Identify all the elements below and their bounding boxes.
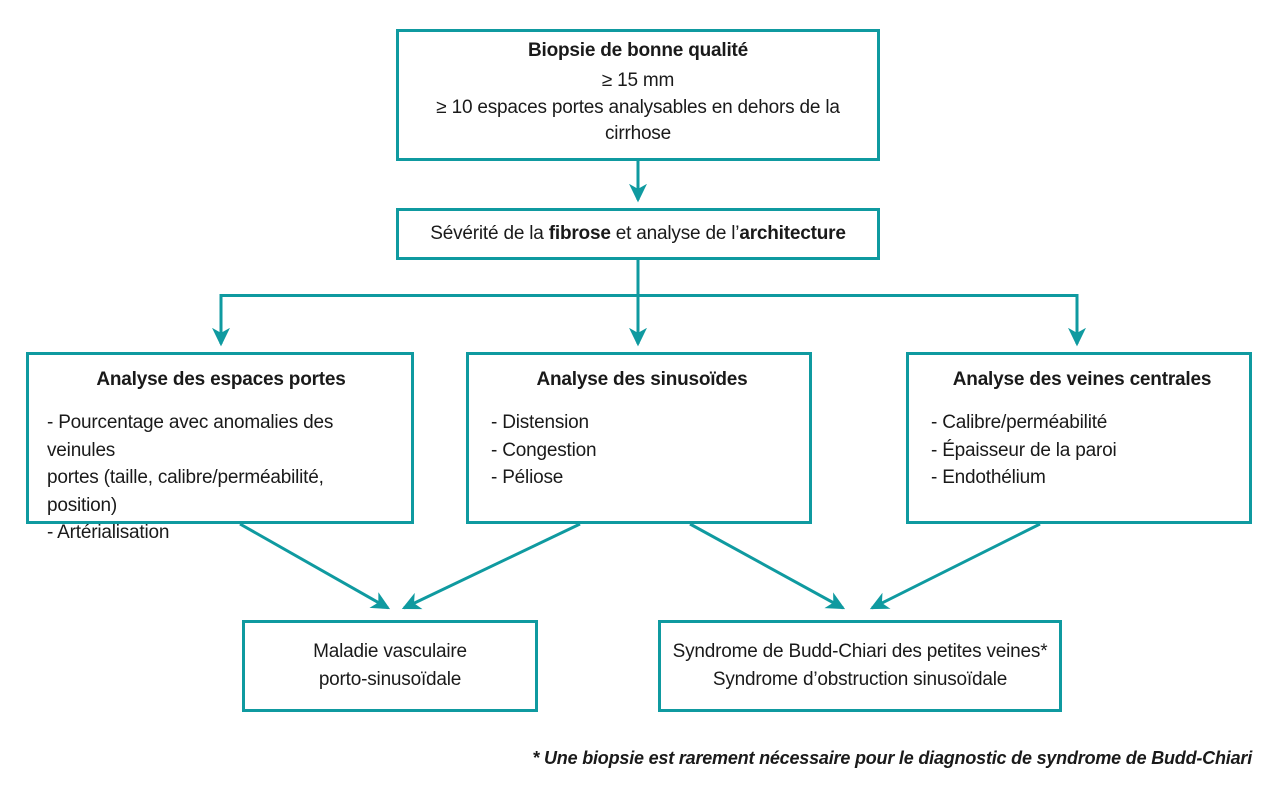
node-outcome-right-line-2: Syndrome d’obstruction sinusoïdale	[712, 669, 1008, 690]
node-sinusoids-bullet-3: - Péliose	[491, 467, 564, 489]
node-veins-bullet-1: - Calibre/perméabilité	[931, 412, 1108, 433]
node-outcome-porto-sinusoidal: Maladie vasculaire porto-sinusoïdale	[242, 620, 538, 712]
node-severity-text: Sévérité de la fibrose et analyse de l’a…	[430, 223, 846, 245]
node-veins-bullet-2: - Épaisseur de la paroi	[931, 439, 1117, 461]
node-outcome-left-line-2: porto-sinusoïdale	[318, 669, 462, 690]
node-sinusoids-bullet-2: - Congestion	[491, 439, 597, 461]
node-veins-bullet-3: - Endothélium	[931, 467, 1046, 489]
node-sinusoids-bullet-1: - Distension	[491, 412, 589, 433]
node-outcome-left-line-1: Maladie vasculaire	[313, 640, 467, 662]
node-analysis-sinusoids: Analyse des sinusoïdes - Distension - Co…	[466, 352, 812, 524]
node-severity-middle: et analyse de l’	[610, 223, 740, 244]
node-severity-strong-fibrose: fibrose	[548, 223, 611, 244]
node-severity-prefix: Sévérité de la	[430, 223, 549, 244]
node-portal-bullets: - Pourcentage avec anomalies des veinule…	[47, 409, 395, 547]
node-portal-bullet-2: - Artérialisation	[47, 522, 170, 544]
node-biopsy-title: Biopsie de bonne qualité	[527, 39, 749, 61]
edge-sinusoids-to-outcome-left	[401, 522, 581, 610]
node-severity-strong-architecture: architecture	[739, 223, 846, 244]
node-analysis-central-veins: Analyse des veines centrales - Calibre/p…	[906, 352, 1252, 524]
edge-severity-split	[212, 260, 1087, 347]
node-fibrosis-severity: Sévérité de la fibrose et analyse de l’a…	[396, 208, 880, 260]
node-sinusoids-title: Analyse des sinusoïdes	[536, 369, 748, 390]
node-veins-title: Analyse des veines centrales	[952, 369, 1212, 390]
edge-sinusoids-to-outcome-right	[689, 522, 846, 610]
node-veins-bullets: - Calibre/perméabilité - Épaisseur de la…	[931, 409, 1233, 492]
node-biopsy-line-1: ≥ 15 mm	[601, 69, 675, 91]
diagram-footnote: * Une biopsie est rarement nécessaire po…	[532, 748, 1252, 768]
node-sinusoids-bullets: - Distension - Congestion - Péliose	[491, 409, 793, 492]
node-portal-title: Analyse des espaces portes	[96, 369, 346, 390]
node-outcome-right-line-1: Syndrome de Budd-Chiari des petites vein…	[672, 640, 1048, 662]
node-portal-bullet-1: - Pourcentage avec anomalies des veinule…	[47, 412, 334, 516]
edge-veins-to-outcome-right	[869, 522, 1041, 610]
node-analysis-portal-spaces: Analyse des espaces portes - Pourcentage…	[26, 352, 414, 543]
node-outcome-budd-chiari: Syndrome de Budd-Chiari des petites vein…	[658, 620, 1062, 712]
node-biopsy-line-2: ≥ 10 espaces portes analysables en dehor…	[436, 96, 840, 145]
node-biopsy-quality: Biopsie de bonne qualité ≥ 15 mm ≥ 10 es…	[396, 29, 880, 161]
